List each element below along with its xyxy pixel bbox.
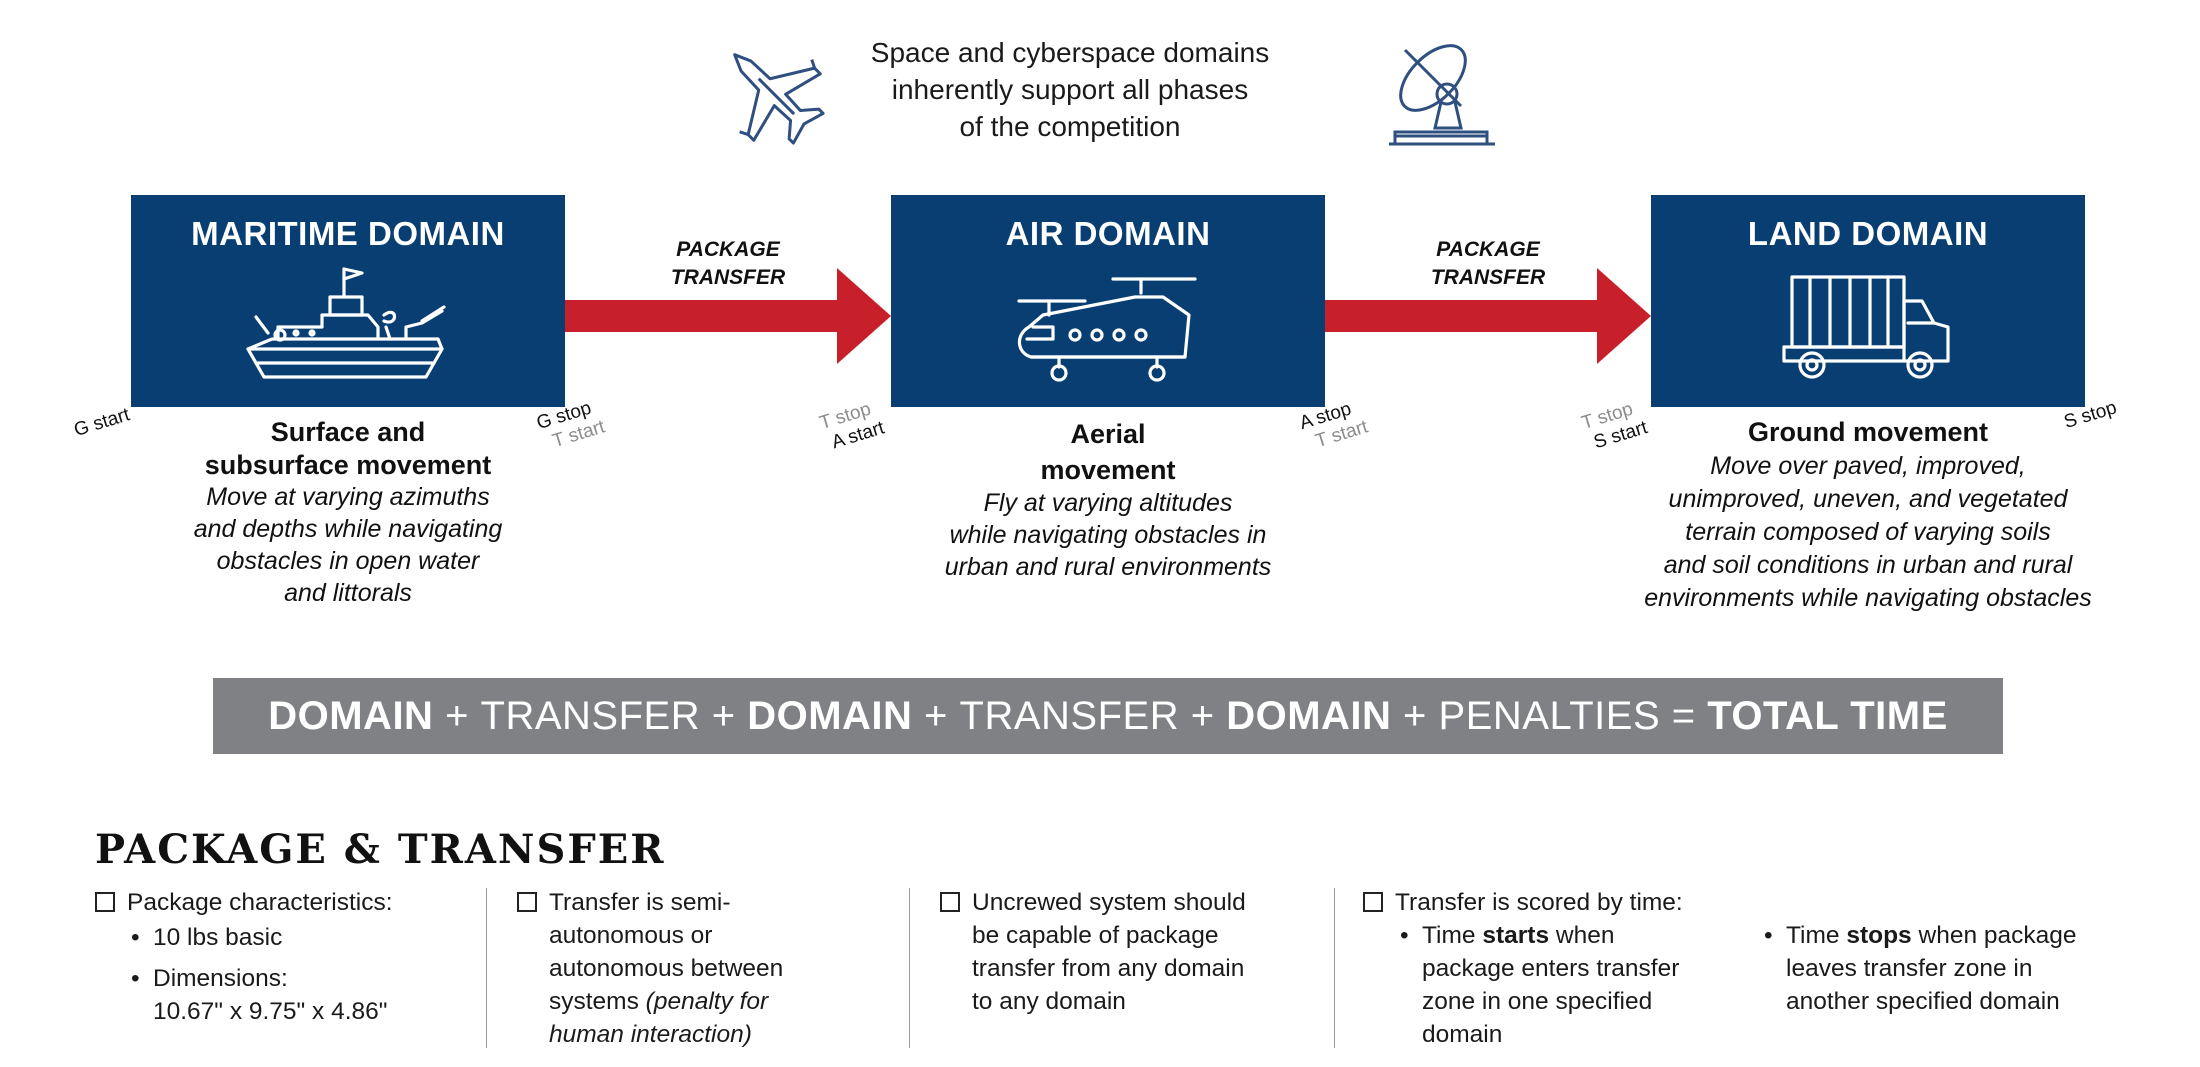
formula-penalties: PENALTIES	[1438, 693, 1661, 738]
formula-transfer-1: TRANSFER	[480, 693, 701, 738]
text-line: human interaction)	[549, 1021, 752, 1048]
text-line: domain	[1422, 1021, 1503, 1048]
land-domain-box: LAND DOMAIN	[1651, 195, 2085, 407]
checkbox-label: Package characteristics:	[127, 889, 393, 916]
package-characteristics-column: Package characteristics: • 10 lbs basic …	[95, 886, 475, 1028]
column-divider	[486, 888, 487, 1048]
domain-title: MARITIME DOMAIN	[191, 215, 505, 252]
bullet-text: 10 lbs basic	[153, 924, 283, 951]
text-line: Uncrewed system should	[972, 889, 1246, 916]
transfer-autonomy-column: Transfer is semi-autonomous or autonomous…	[517, 886, 897, 1051]
text-line: when	[1549, 922, 1615, 949]
formula-plus: +	[1391, 693, 1439, 738]
text-line: package enters transfer	[1422, 955, 1680, 982]
checkbox-item: Uncrewed system should be capable of pack…	[940, 886, 1320, 1018]
total-time-formula: DOMAIN + TRANSFER + DOMAIN + TRANSFER + …	[213, 678, 2003, 754]
text-line: zone in one specified	[1422, 988, 1653, 1015]
truck-icon	[1651, 265, 2085, 394]
transfer-scoring-column: Transfer is scored by time:	[1363, 886, 2163, 919]
formula-domain-1: DOMAIN	[268, 693, 434, 738]
checkbox-item: Package characteristics:	[95, 886, 475, 919]
formula-plus: +	[912, 693, 960, 738]
checkbox-item: Transfer is scored by time:	[1363, 886, 2163, 919]
checkbox-label: Transfer is scored by time:	[1395, 889, 1683, 916]
text-line: to any domain	[972, 988, 1126, 1015]
air-domain-box: AIR DOMAIN	[891, 195, 1325, 407]
maritime-domain-box: MARITIME DOMAIN	[131, 195, 565, 407]
formula-plus: +	[433, 693, 481, 738]
text-line: transfer from any domain	[972, 955, 1245, 982]
text-line: (penalty for	[645, 988, 769, 1015]
formula-domain-3: DOMAIN	[1226, 693, 1392, 738]
helicopter-icon	[891, 265, 1325, 394]
section-title: PACKAGE & TRANSFER	[95, 826, 666, 873]
g-start-marker: G start	[72, 404, 133, 442]
maritime-movement-title: Surface and subsurface movement	[204, 417, 492, 480]
bullet-text-line: Dimensions:	[153, 965, 288, 992]
text-line: autonomous between	[549, 955, 784, 982]
text-line: starts	[1482, 922, 1550, 949]
air-movement-desc: Fly at varying altitudes while navigatin…	[944, 489, 1272, 581]
checkbox[interactable]	[517, 892, 537, 912]
bullet-item: • 10 lbs basic	[131, 921, 475, 954]
formula-domain-2: DOMAIN	[747, 693, 913, 738]
formula-plus: +	[700, 693, 748, 738]
bullet-text: Time starts when package enters transfer z…	[1422, 919, 1679, 1051]
bullet-text: Dimensions: 10.67" x 9.75" x 4.86"	[153, 962, 388, 1028]
checkbox[interactable]	[95, 892, 115, 912]
land-movement-desc: Move over paved, improved, unimproved, u…	[1644, 452, 2092, 612]
text-line: leaves transfer zone in	[1786, 955, 2033, 982]
ship-icon	[131, 265, 565, 394]
domain-title: LAND DOMAIN	[1747, 215, 1989, 252]
transfer-arrow-2	[1325, 268, 1651, 369]
column-divider	[1334, 888, 1335, 1048]
package-transfer-label-1: PACKAGE TRANSFER	[670, 238, 786, 289]
formula-total-time: TOTAL TIME	[1707, 693, 1948, 738]
checkbox[interactable]	[1363, 892, 1383, 912]
checkbox-label: Transfer is semi-autonomous or autonomous…	[549, 886, 783, 1051]
text-line: be capable of package	[972, 922, 1219, 949]
bullet-text-line: 10.67" x 9.75" x 4.86"	[153, 998, 388, 1025]
bullet-text: Time stops when package leaves transfer z…	[1786, 919, 2077, 1018]
text-line: Time	[1786, 922, 1847, 949]
g-start-label: G start	[71, 404, 133, 442]
air-movement-title: Aerial movement	[1040, 419, 1176, 485]
text-line: stops	[1846, 922, 1912, 949]
bullet-item: • Dimensions:10.67" x 9.75" x 4.86"	[131, 962, 475, 1028]
checkbox-item: Transfer is semi-autonomous or autonomous…	[517, 886, 897, 1051]
uncrewed-system-column: Uncrewed system should be capable of pack…	[940, 886, 1320, 1018]
satellite-dish-icon	[1375, 36, 1507, 158]
checkbox[interactable]	[940, 892, 960, 912]
formula-equals: =	[1660, 693, 1708, 738]
t-stop-a-start-marker: T stop A start	[817, 396, 887, 456]
text-line: autonomous or	[549, 922, 713, 949]
formula-transfer-2: TRANSFER	[959, 693, 1180, 738]
land-movement-title: Ground movement	[1747, 417, 1989, 447]
text-line: another specified domain	[1786, 988, 2060, 1015]
column-divider	[909, 888, 910, 1048]
text-line: Time	[1422, 922, 1483, 949]
maritime-movement-desc: Move at varying azimuths and depths whil…	[193, 483, 503, 607]
top-note: Space and cyberspace domains inherently …	[870, 37, 1270, 142]
text-line: systems	[549, 988, 646, 1015]
text-line: when package	[1911, 922, 2077, 949]
checkbox-label: Uncrewed system should be capable of pack…	[972, 886, 1246, 1018]
transfer-arrow-1	[565, 268, 891, 369]
text-line: Transfer is semi-	[549, 889, 731, 916]
fighter-jet-icon	[712, 32, 838, 158]
domain-title: AIR DOMAIN	[1005, 215, 1211, 252]
package-transfer-label-2: PACKAGE TRANSFER	[1430, 238, 1546, 289]
formula-plus: +	[1179, 693, 1227, 738]
